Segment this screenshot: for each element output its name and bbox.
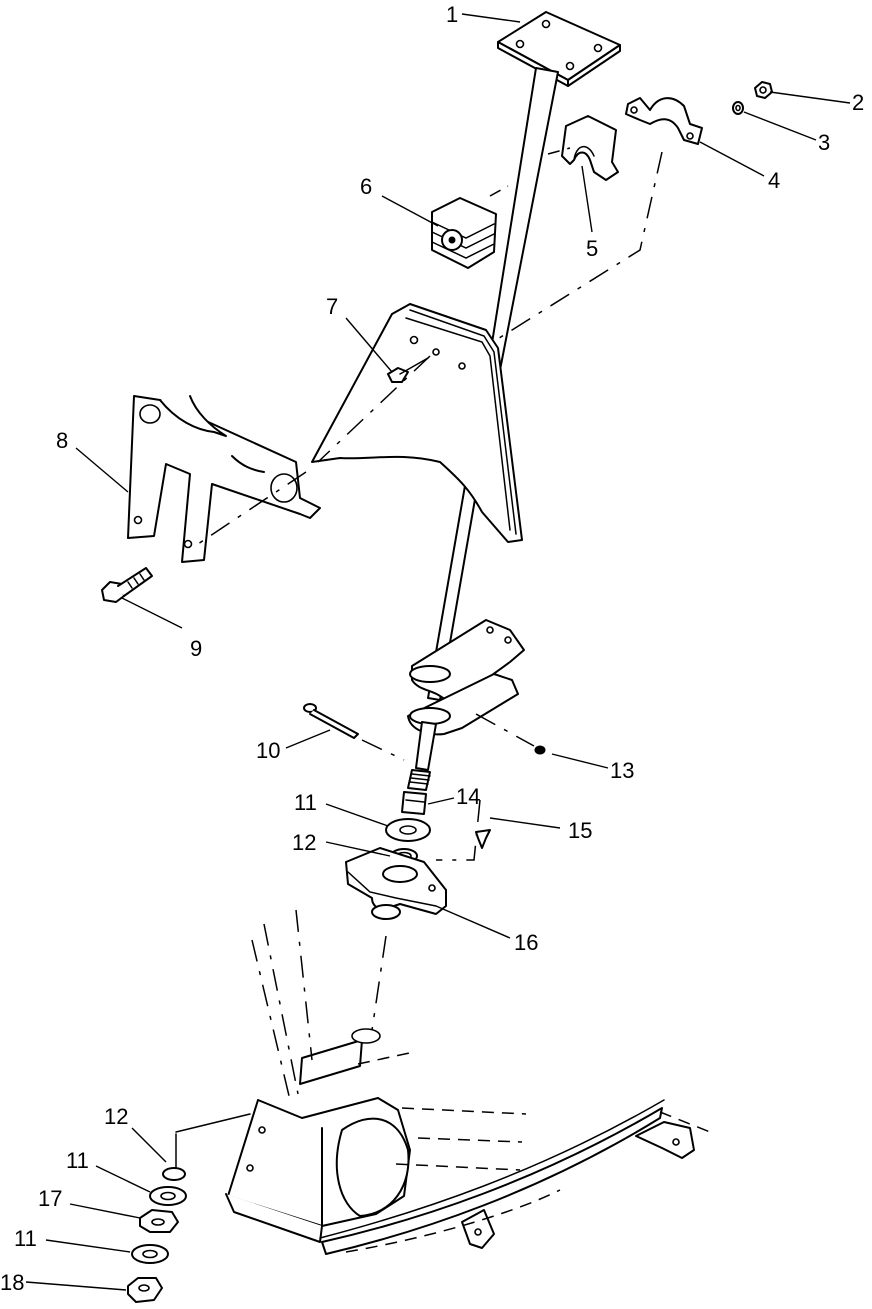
callout-13: 13 — [610, 758, 634, 783]
callout-12-upper: 12 — [292, 830, 316, 855]
main-steering-bracket — [311, 303, 523, 543]
assembly-center-lines — [175, 147, 711, 1253]
callout-leaders — [25, 13, 851, 1291]
callout-3: 3 — [818, 130, 830, 155]
rivet-part-15 — [475, 829, 491, 849]
callout-11-lower-a: 11 — [66, 1148, 89, 1173]
steering-arm — [407, 619, 525, 736]
bushing-part-6 — [431, 197, 497, 269]
nut-part-2 — [754, 81, 773, 99]
screw-part-9 — [101, 567, 153, 603]
washer-part-11-lower-a — [149, 1186, 187, 1206]
nut-part-13 — [534, 745, 546, 755]
callout-17: 17 — [38, 1186, 62, 1211]
callout-12-lower: 12 — [104, 1104, 128, 1129]
o-ring-part-12-lower — [162, 1167, 186, 1181]
callout-15: 15 — [568, 818, 592, 843]
bushing-part-5 — [561, 115, 619, 181]
callout-11-upper: 11 — [294, 790, 317, 815]
callout-8: 8 — [56, 428, 68, 453]
callout-4: 4 — [768, 168, 780, 193]
callout-7: 7 — [326, 294, 338, 319]
callout-9: 9 — [190, 636, 202, 661]
callout-18: 18 — [0, 1270, 24, 1295]
coupler-part-14 — [401, 791, 427, 815]
callout-5: 5 — [586, 236, 598, 261]
ski-spindle-housing — [225, 1028, 695, 1255]
slotted-nut-part-18 — [127, 1277, 163, 1303]
callout-11-lower-b: 11 — [14, 1226, 37, 1251]
cotter-pin-part-10 — [303, 703, 359, 739]
clamp-part-4 — [625, 97, 703, 145]
washer-part-3 — [732, 101, 744, 115]
washer-part-11-upper — [385, 818, 431, 842]
castle-nut-part-17 — [139, 1209, 179, 1233]
callout-10: 10 — [256, 738, 280, 763]
callout-14: 14 — [456, 784, 480, 809]
washer-part-11-lower-b — [131, 1244, 169, 1264]
callout-labels: 1 2 3 4 5 6 7 8 9 10 11 12 13 14 15 16 1… — [0, 2, 864, 1295]
top-mounting-plate — [497, 11, 621, 87]
bolt-part-7 — [387, 357, 429, 383]
callout-2: 2 — [852, 90, 864, 115]
callout-16: 16 — [514, 930, 538, 955]
bracket-part-8 — [127, 395, 321, 563]
bearing-block-part-16 — [345, 847, 447, 920]
lower-shaft-threaded — [407, 721, 437, 791]
callout-6: 6 — [360, 174, 372, 199]
callout-1: 1 — [446, 2, 458, 27]
